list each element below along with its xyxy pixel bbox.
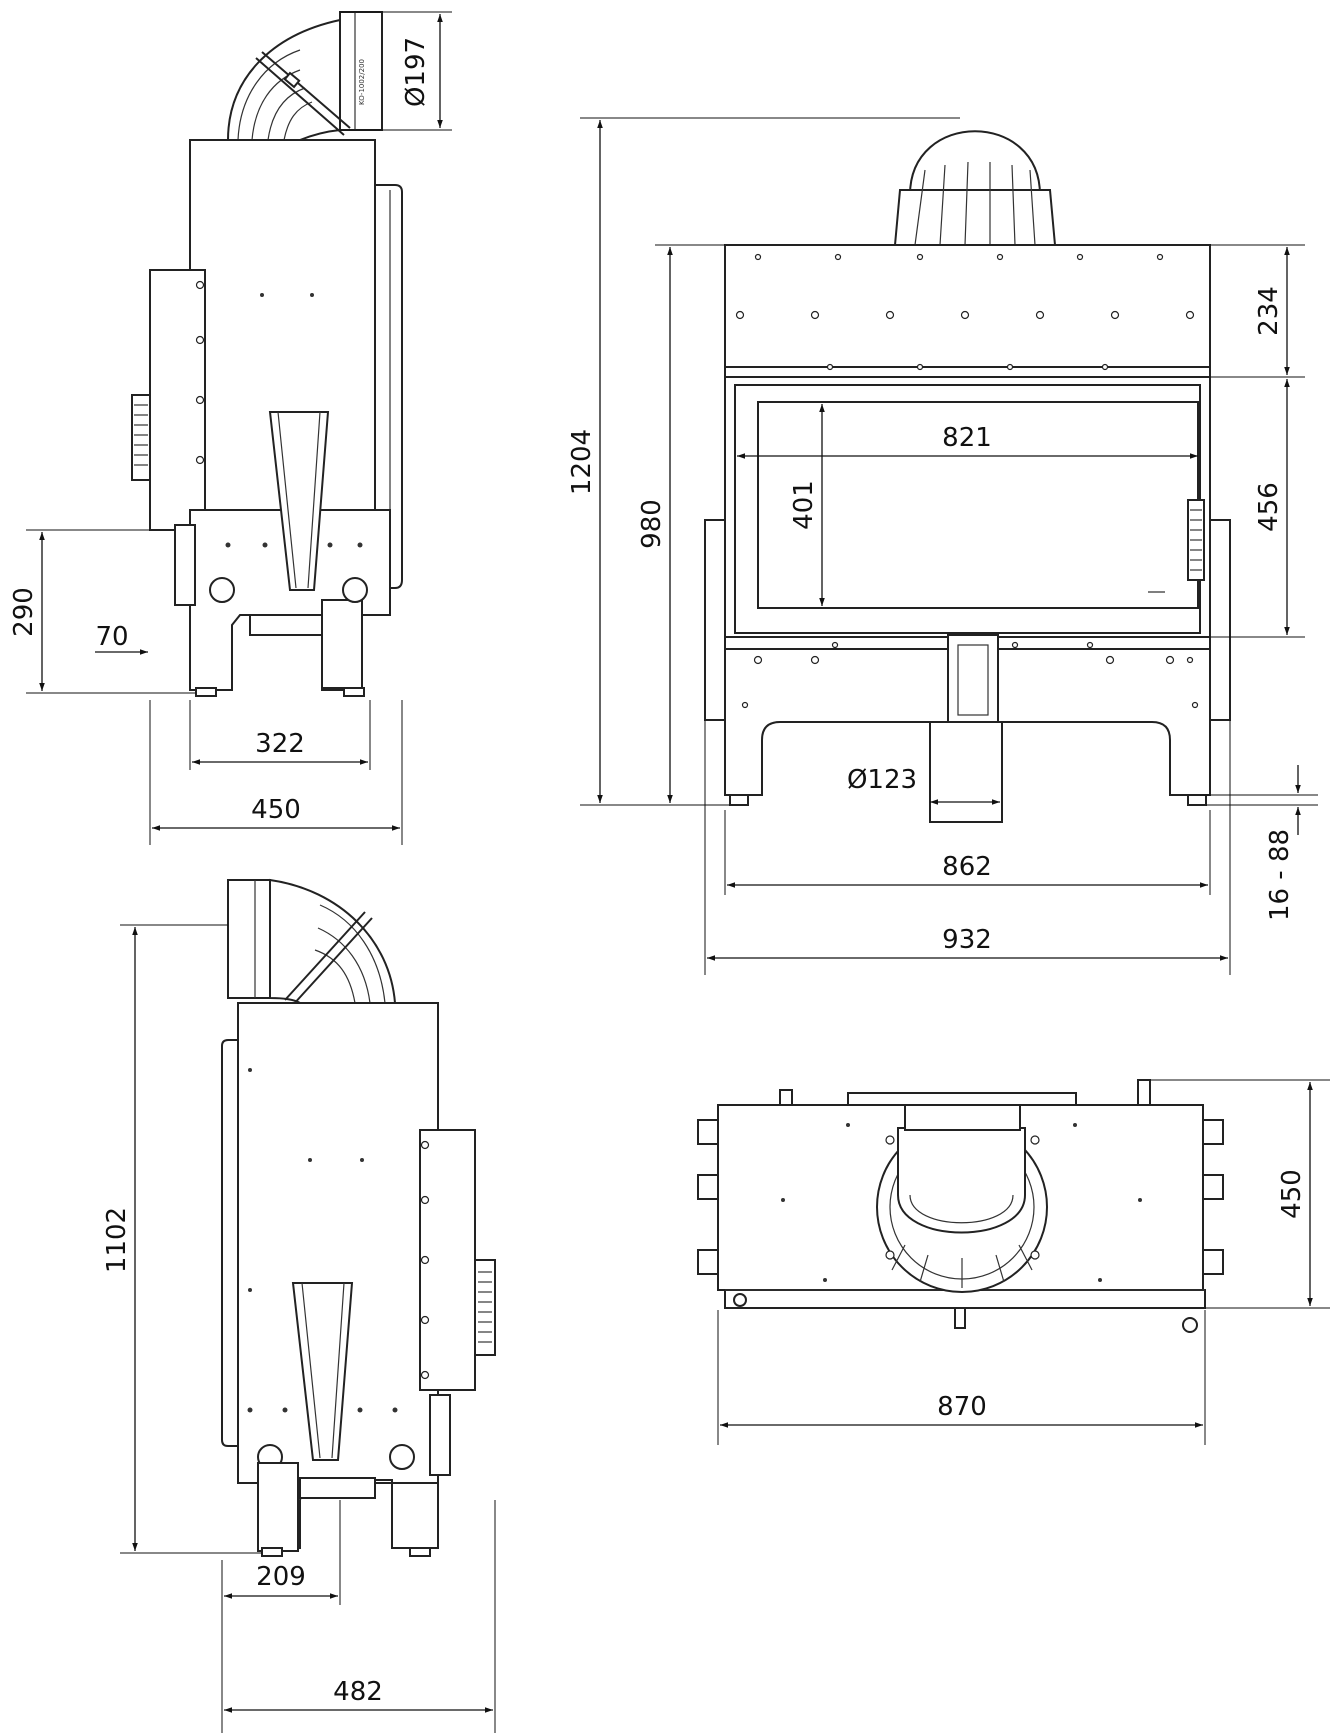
dim-total-width: 932 — [942, 925, 992, 955]
top-view: 450 870 — [697, 1079, 1330, 1445]
flue-elbow-right — [227, 878, 397, 1007]
air-intake — [947, 634, 999, 726]
dim-glass-height: 456 — [1254, 482, 1284, 532]
side-view-left: KO-1002/200 — [9, 11, 452, 845]
dim-total-height: 1204 — [567, 429, 597, 495]
dim-rear-offset: 70 — [95, 622, 128, 652]
dim-top-width: 870 — [937, 1392, 987, 1422]
dim-flue-diameter: Ø197 — [401, 37, 431, 107]
dim-glass-width: 821 — [942, 423, 992, 453]
dim-top-band: 234 — [1254, 286, 1284, 336]
nameplate-code: KO-1002/200 — [358, 59, 366, 105]
glass-panel — [757, 401, 1199, 609]
dim-rear-height: 290 — [9, 587, 39, 637]
dim-height-right: 1102 — [102, 1207, 132, 1273]
dim-glass-inner-height: 401 — [789, 480, 819, 530]
flue-elbow: KO-1002/200 — [226, 11, 383, 141]
dim-body-height: 980 — [637, 499, 667, 549]
dim-foot-adjust: 16 - 88 — [1265, 829, 1295, 921]
dim-depth-left: 450 — [251, 795, 301, 825]
air-funnel — [268, 411, 330, 591]
dim-frame-width: 862 — [942, 852, 992, 882]
front-view: 1204 980 234 456 821 401 Ø123 16 - 88 — [567, 117, 1318, 975]
air-funnel-right — [291, 1282, 354, 1461]
flue-dome — [893, 130, 1057, 246]
side-view-right: 1102 209 482 — [102, 878, 496, 1733]
dim-foot-span: 322 — [255, 729, 305, 759]
dim-foot-offset: 209 — [256, 1562, 306, 1592]
dim-inlet-diameter: Ø123 — [847, 765, 917, 795]
top-band — [724, 244, 1211, 368]
dim-top-depth: 450 — [1277, 1169, 1307, 1219]
control-box-right — [419, 1129, 476, 1391]
dim-depth-right: 482 — [333, 1677, 383, 1707]
